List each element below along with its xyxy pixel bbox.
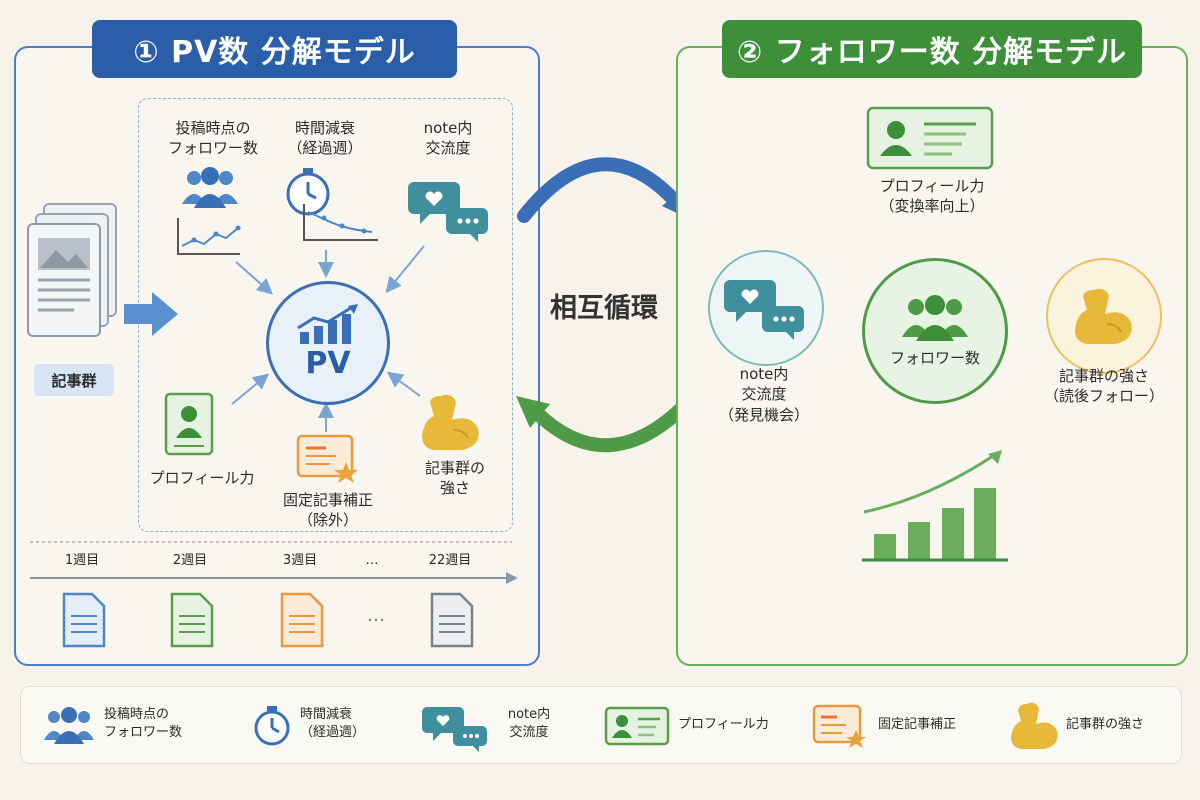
strength-node bbox=[1046, 258, 1162, 374]
chat-heart-icon-right bbox=[724, 280, 804, 340]
week-1-doc-icon bbox=[62, 592, 106, 648]
right-profile-label: プロフィール力 （変換率向上） bbox=[879, 177, 985, 216]
bar-growth-icon bbox=[297, 303, 358, 344]
legend-pinned-label: 固定記事補正 bbox=[878, 717, 957, 732]
legend-stopwatch-icon bbox=[254, 706, 290, 746]
pv-model-title: ① PV数 分解モデル bbox=[92, 20, 457, 78]
legend bbox=[20, 686, 1182, 764]
week-2-label: 2週目 bbox=[172, 553, 208, 568]
legend-note-interaction-label: note内 交流度 bbox=[507, 707, 551, 740]
legend-flexed-arm-icon bbox=[1011, 702, 1058, 749]
week-3-label: 3週目 bbox=[282, 553, 318, 568]
legend-people-icon bbox=[44, 707, 94, 744]
week-3-doc-icon bbox=[280, 592, 324, 648]
factor-strength-label: 記事群の 強さ bbox=[424, 459, 485, 498]
profile-card-icon-right bbox=[866, 106, 994, 170]
right-arrow-icon bbox=[124, 292, 178, 336]
pv-center-node: PV bbox=[266, 281, 390, 405]
doc-ellipsis: … bbox=[367, 605, 385, 626]
legend-strength-label: 記事群の強さ bbox=[1066, 717, 1145, 732]
legend-profile-card-icon bbox=[604, 706, 670, 746]
growth-line-chart-icon bbox=[177, 218, 241, 255]
flexed-arm-icon bbox=[422, 394, 479, 450]
legend-time-decay-label: 時間減衰 （経過週） bbox=[300, 707, 366, 740]
follower-center-label: フォロワー数 bbox=[889, 348, 980, 367]
factor-profile-label: プロフィール力 bbox=[149, 469, 255, 487]
chat-heart-icon bbox=[408, 182, 488, 242]
legend-pinned-article-icon bbox=[812, 704, 866, 748]
right-note-interaction-label: note内 交流度 （発見機会） bbox=[718, 365, 809, 424]
follower-model-title: ② フォロワー数 分解モデル bbox=[722, 20, 1142, 78]
factor-time-decay-label: 時間減衰 （経過週） bbox=[287, 119, 363, 158]
article-stack-icon bbox=[27, 203, 117, 337]
week-1-label: 1週目 bbox=[64, 553, 100, 568]
factor-note-interaction-label: note内 交流度 bbox=[423, 119, 473, 158]
right-strength-label: 記事群の強さ （読後フォロー） bbox=[1043, 367, 1164, 406]
week-ellipsis-label: … bbox=[365, 553, 379, 568]
pv-center-label: PV bbox=[305, 345, 351, 381]
legend-followers-label: 投稿時点の フォロワー数 bbox=[104, 707, 183, 740]
week-22-doc-icon bbox=[430, 592, 474, 648]
note-interaction-node bbox=[708, 250, 824, 366]
follower-center-node: フォロワー数 bbox=[862, 258, 1008, 404]
pinned-article-icon bbox=[296, 434, 358, 483]
week-22-label: 22週目 bbox=[428, 553, 472, 568]
cycle-label: 相互循環 bbox=[550, 293, 658, 324]
growth-bar-chart-icon bbox=[862, 450, 1008, 562]
profile-card-icon bbox=[164, 392, 214, 456]
factor-pinned-label: 固定記事補正 （除外） bbox=[282, 491, 373, 530]
legend-profile-label: プロフィール力 bbox=[678, 717, 769, 732]
people-icon bbox=[182, 167, 238, 208]
stopwatch-icon bbox=[286, 168, 378, 241]
week-2-doc-icon bbox=[170, 592, 214, 648]
flexed-arm-icon-right bbox=[1075, 288, 1132, 344]
legend-chat-heart-icon bbox=[422, 707, 487, 752]
factor-followers-label: 投稿時点の フォロワー数 bbox=[167, 119, 258, 158]
article-group-label: 記事群 bbox=[34, 364, 114, 396]
people-icon-right bbox=[902, 294, 968, 341]
